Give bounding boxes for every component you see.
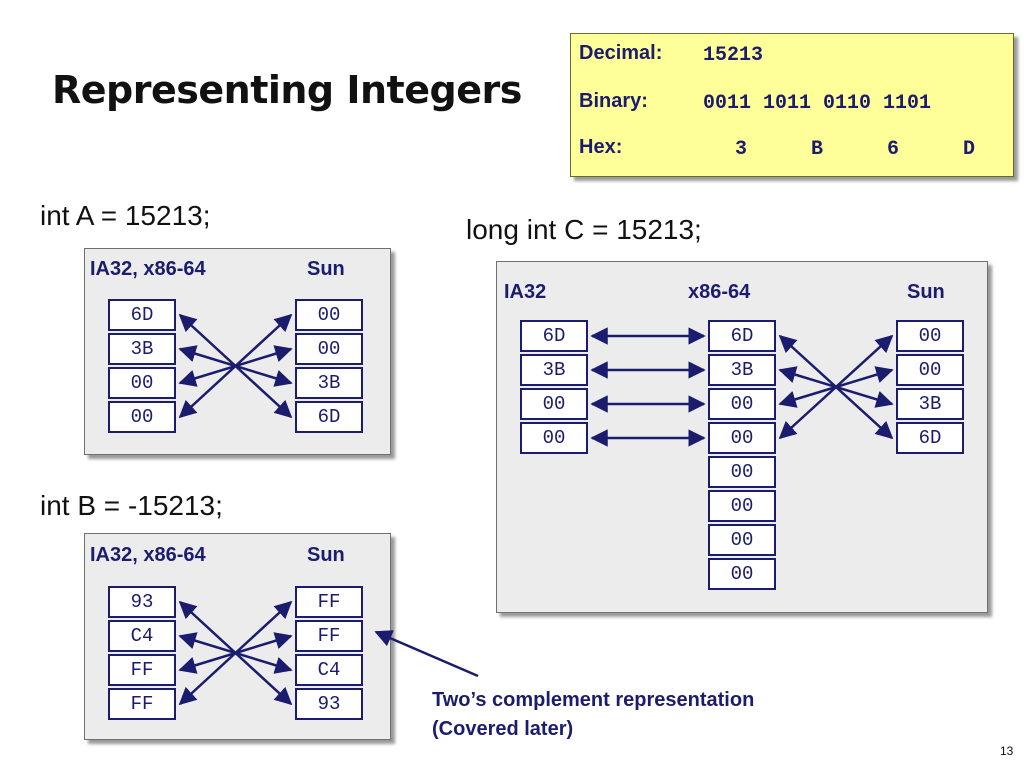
int-a-mapping-arrow <box>178 313 293 419</box>
int-b-sun-byte-1: FF <box>295 620 363 652</box>
int-b-ia32-byte-2: FF <box>108 654 176 686</box>
int-a-sun-byte-0: 00 <box>295 299 363 331</box>
int-a-ia32-byte-3: 00 <box>108 401 176 433</box>
long-c-x86-64-label: x86-64 <box>688 281 751 303</box>
long-c-x86-byte-1: 3B <box>708 354 776 386</box>
long-c-statement: long int C = 15213; <box>466 214 702 245</box>
hex-digit: 6 <box>887 138 900 161</box>
int-b-big-endian-label: Sun <box>307 544 345 566</box>
int-a-sun-byte-1: 00 <box>295 333 363 365</box>
long-c-x86-byte-7: 00 <box>708 558 776 590</box>
int-b-little-endian-label: IA32, x86-64 <box>90 544 206 566</box>
twos-complement-note: Two’s complement representation (Covered… <box>432 686 754 744</box>
long-c-ia32-byte-0: 6D <box>520 320 588 352</box>
hex-digit: D <box>963 138 976 161</box>
long-c-sun-byte-3: 6D <box>896 422 964 454</box>
long-c-sun-byte-2: 3B <box>896 388 964 420</box>
long-c-ia32-label: IA32 <box>504 281 547 303</box>
long-c-x86-byte-4: 00 <box>708 456 776 488</box>
long-c-sun-arrow <box>778 334 894 440</box>
long-c-x86-byte-5: 00 <box>708 490 776 522</box>
long-c-sun-byte-0: 00 <box>896 320 964 352</box>
long-c-sun-label: Sun <box>907 281 945 303</box>
long-c-ia32-byte-3: 00 <box>520 422 588 454</box>
slide-title: Representing Integers <box>52 68 522 112</box>
note-line-2: (Covered later) <box>432 718 574 740</box>
number-info-box: Decimal: 15213 Binary: 0011 1011 0110 11… <box>570 33 1014 177</box>
int-a-ia32-byte-1: 3B <box>108 333 176 365</box>
int-b-sun-byte-3: 93 <box>295 688 363 720</box>
page-number: 13 <box>1000 744 1014 758</box>
int-b-ia32-byte-0: 93 <box>108 586 176 618</box>
int-a-big-endian-label: Sun <box>307 258 345 280</box>
long-c-x86-byte-2: 00 <box>708 388 776 420</box>
int-b-ia32-byte-3: FF <box>108 688 176 720</box>
int-b-mapping-arrow <box>178 600 293 706</box>
hex-digit: B <box>811 138 824 161</box>
hex-digit: 3 <box>735 138 748 161</box>
long-c-ia32-byte-2: 00 <box>520 388 588 420</box>
hex-label: Hex: <box>579 136 623 158</box>
int-a-little-endian-label: IA32, x86-64 <box>90 258 206 280</box>
long-c-x86-byte-0: 6D <box>708 320 776 352</box>
long-c-x86-byte-3: 00 <box>708 422 776 454</box>
int-a-sun-byte-3: 6D <box>295 401 363 433</box>
annotation-pointer-arrow <box>374 630 479 678</box>
decimal-label: Decimal: <box>579 42 663 64</box>
note-line-1: Two’s complement representation <box>432 689 755 711</box>
int-b-sun-byte-2: C4 <box>295 654 363 686</box>
binary-value: 0011 1011 0110 1101 <box>703 92 932 115</box>
int-b-statement: int B = -15213; <box>40 490 223 521</box>
int-a-statement: int A = 15213; <box>40 200 211 231</box>
binary-label: Binary: <box>579 90 648 112</box>
int-a-ia32-byte-0: 6D <box>108 299 176 331</box>
int-a-sun-byte-2: 3B <box>295 367 363 399</box>
decimal-value: 15213 <box>703 44 764 67</box>
int-b-sun-byte-0: FF <box>295 586 363 618</box>
long-c-sun-byte-1: 00 <box>896 354 964 386</box>
long-c-x86-byte-6: 00 <box>708 524 776 556</box>
long-c-ia32-byte-1: 3B <box>520 354 588 386</box>
int-a-ia32-byte-2: 00 <box>108 367 176 399</box>
int-b-ia32-byte-1: C4 <box>108 620 176 652</box>
